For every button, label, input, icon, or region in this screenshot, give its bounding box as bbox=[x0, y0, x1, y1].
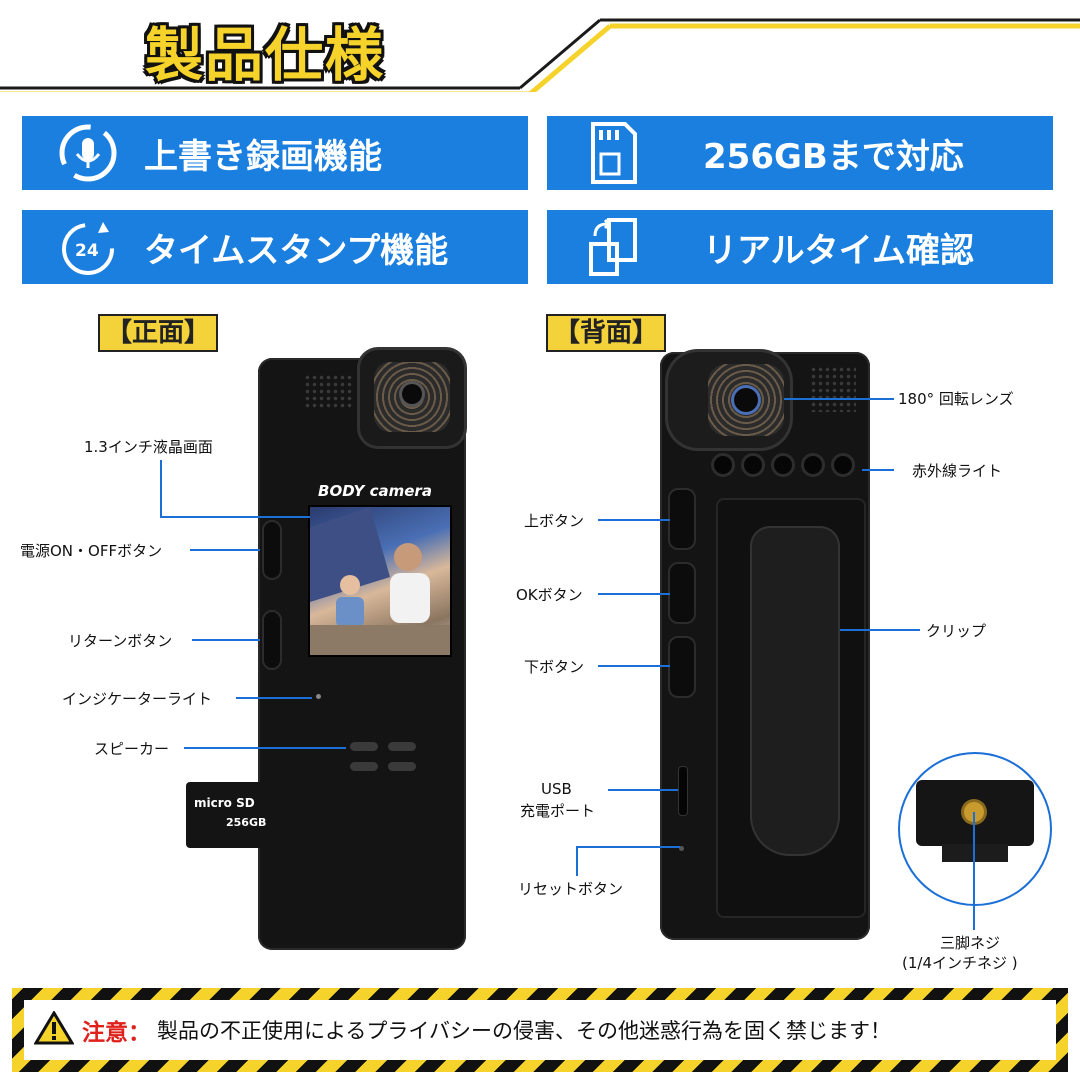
callout-ok: OKボタン bbox=[516, 586, 583, 604]
power-button[interactable] bbox=[262, 520, 282, 580]
front-lens-module bbox=[360, 350, 464, 446]
callout-line bbox=[576, 846, 680, 848]
feature-label: リアルタイム確認 bbox=[703, 230, 974, 271]
warning-box: 注意： 製品の不正使用によるプライバシーの侵害、その他迷惑行為を固く禁じます！ bbox=[24, 1000, 1056, 1060]
feature-banner-realtime: リアルタイム確認 bbox=[547, 210, 1053, 284]
sd-card-icon bbox=[573, 118, 653, 188]
ir-led-row bbox=[714, 456, 864, 476]
callout-line bbox=[236, 697, 312, 699]
feature-label: 上書き録画機能 bbox=[144, 136, 382, 177]
svg-text:24: 24 bbox=[75, 241, 99, 261]
lcd-photo bbox=[310, 507, 450, 655]
callout-return: リターンボタン bbox=[68, 632, 173, 650]
warning-triangle-icon bbox=[33, 1009, 75, 1050]
callout-indicator: インジケーターライト bbox=[62, 690, 213, 708]
back-section-label: 【背面】 bbox=[546, 312, 667, 352]
mic-grill bbox=[304, 374, 354, 410]
indicator-light bbox=[316, 694, 321, 699]
callout-tripod-2: (1/4インチネジ ) bbox=[902, 954, 1018, 972]
micro-sd-card: micro SD 256GB bbox=[186, 782, 270, 848]
callout-power: 電源ON・OFFボタン bbox=[20, 542, 163, 560]
callout-line bbox=[862, 469, 894, 471]
front-section-label: 【正面】 bbox=[98, 312, 219, 352]
callout-usb-1: USB bbox=[541, 780, 572, 798]
feature-banner-overwrite: 上書き録画機能 bbox=[22, 116, 528, 190]
callout-line bbox=[598, 519, 670, 521]
front-lcd-header: BODY camera bbox=[318, 482, 432, 500]
callout-line bbox=[160, 516, 310, 518]
sd-brand: micro SD bbox=[194, 796, 255, 810]
warning-text: 製品の不正使用によるプライバシーの侵害、その他迷惑行為を固く禁じます！ bbox=[157, 1019, 891, 1043]
callout-line bbox=[598, 593, 670, 595]
callout-ir: 赤外線ライト bbox=[912, 462, 1003, 480]
24h-clock-icon: 24 bbox=[48, 212, 128, 282]
callout-lens: 180° 回転レンズ bbox=[898, 390, 1014, 408]
callout-clip: クリップ bbox=[926, 622, 987, 640]
up-button[interactable] bbox=[668, 488, 696, 550]
front-lcd-screen bbox=[308, 505, 452, 657]
back-lens-module bbox=[668, 352, 790, 448]
feature-label: タイムスタンプ機能 bbox=[144, 230, 449, 271]
callout-line bbox=[160, 460, 162, 518]
reset-hole bbox=[679, 846, 684, 851]
callout-line bbox=[184, 747, 346, 749]
belt-clip bbox=[716, 498, 866, 918]
feature-label: 256GBまで対応 bbox=[703, 136, 964, 177]
callout-line bbox=[973, 812, 975, 930]
callout-line bbox=[598, 665, 670, 667]
ok-button[interactable] bbox=[668, 562, 696, 624]
callout-lcd: 1.3インチ液晶画面 bbox=[84, 438, 213, 456]
usb-port bbox=[678, 766, 688, 816]
callout-down: 下ボタン bbox=[524, 658, 585, 676]
callout-line bbox=[784, 398, 894, 400]
feature-banner-sd: 256GBまで対応 bbox=[547, 116, 1053, 190]
loop-record-icon bbox=[48, 118, 128, 188]
callout-tripod-1: 三脚ネジ bbox=[940, 934, 1001, 952]
sd-capacity: 256GB bbox=[226, 816, 267, 829]
callout-line bbox=[576, 846, 578, 876]
feature-banner-timestamp: 24 タイムスタンプ機能 bbox=[22, 210, 528, 284]
page-title: 製品仕様 bbox=[145, 21, 386, 89]
return-button[interactable] bbox=[262, 610, 282, 670]
speaker-slots bbox=[350, 742, 420, 774]
callout-reset: リセットボタン bbox=[518, 880, 624, 898]
back-mic-grill bbox=[810, 366, 856, 412]
callout-line bbox=[608, 789, 678, 791]
down-button[interactable] bbox=[668, 636, 696, 698]
callout-usb-2: 充電ポート bbox=[520, 802, 596, 820]
callout-line bbox=[192, 639, 260, 641]
phone-sync-icon bbox=[573, 212, 653, 282]
tripod-inset bbox=[898, 752, 1052, 906]
callout-line bbox=[190, 549, 260, 551]
callout-line bbox=[840, 629, 920, 631]
callout-speaker: スピーカー bbox=[94, 740, 170, 758]
warning-label: 注意： bbox=[82, 1020, 151, 1046]
callout-up: 上ボタン bbox=[524, 512, 585, 530]
